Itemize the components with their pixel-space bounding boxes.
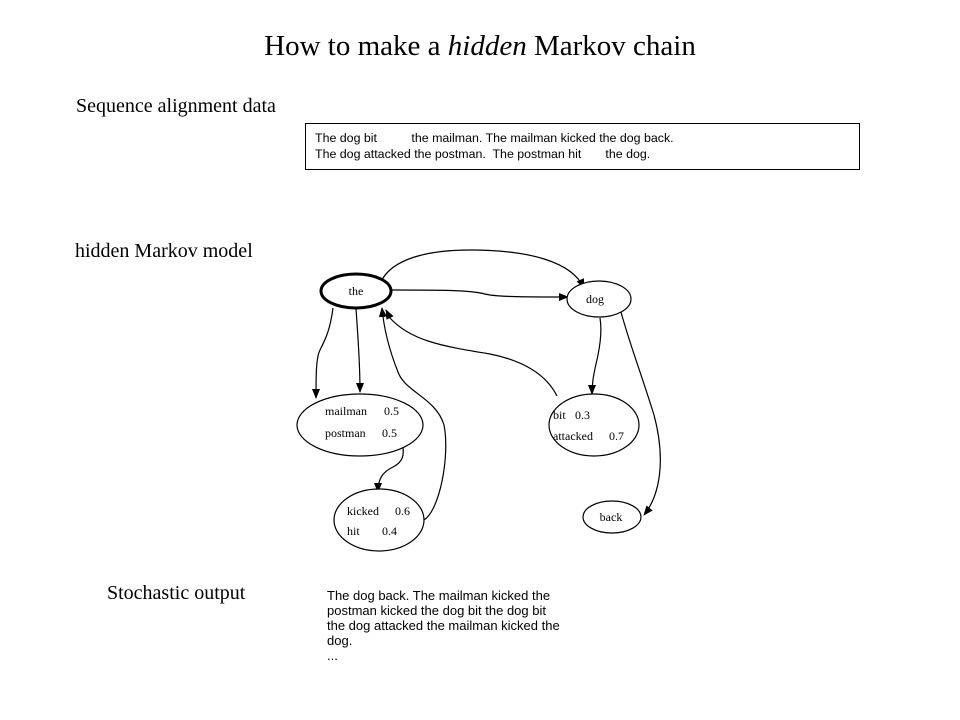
output-line-4: dog. [327,633,353,648]
emission-hit-prob: 0.4 [382,524,397,538]
state-verbs-noun [333,488,425,552]
sequence-alignment-box: The dog bit the mailman. The mailman kic… [305,123,860,170]
emission-hit: hit [347,524,360,538]
emission-attacked: attacked [553,429,593,443]
hmm-heading: hidden Markov model [75,240,253,262]
stochastic-output-heading: Stochastic output [107,582,246,604]
edge-the-to-nouns-right [355,307,364,393]
state-verbs-dog [548,393,640,457]
emission-postman: postman [325,426,366,440]
slide-title: How to make a hidden Markov chain [264,30,696,62]
output-line-3: the dog attacked the mailman kicked the [327,618,560,633]
state-back [582,500,642,534]
edge-the-to-dog-lower [391,289,569,301]
sequence-line-2: The dog attacked the postman. The postma… [315,147,651,161]
edge-dog-to-back [620,311,661,516]
stochastic-output-text: The dog back. The mailman kicked the pos… [327,588,627,663]
state-the-label: the [349,284,364,298]
edge-the-to-nouns-left [312,307,334,399]
emission-postman-prob: 0.5 [382,426,397,440]
emission-attacked-prob: 0.7 [609,429,624,443]
edge-the-to-dog-upper [379,249,585,289]
sequence-alignment-heading: Sequence alignment data [76,95,276,117]
state-dog [566,280,632,318]
edge-bit-to-the [385,309,558,397]
sequence-line-1: The dog bit the mailman. The mailman kic… [315,131,674,145]
output-line-1: The dog back. The mailman kicked the [327,588,551,603]
edge-dog-to-bit [588,317,602,395]
state-the [319,272,393,310]
emission-mailman: mailman [325,404,367,418]
output-line-2: postman kicked the dog bit the dog bit [327,603,546,618]
emission-kicked: kicked [347,504,379,518]
edge-nouns-to-kicked [374,441,404,493]
emission-mailman-prob: 0.5 [384,404,399,418]
state-back-label: back [600,510,623,524]
output-line-5: ... [327,648,338,663]
emission-kicked-prob: 0.6 [395,504,410,518]
emission-bit: bit [553,408,566,422]
emission-bit-prob: 0.3 [575,408,590,422]
state-dog-label: dog [586,292,604,306]
edge-kicked-to-the [378,307,447,521]
state-nouns [296,393,424,457]
